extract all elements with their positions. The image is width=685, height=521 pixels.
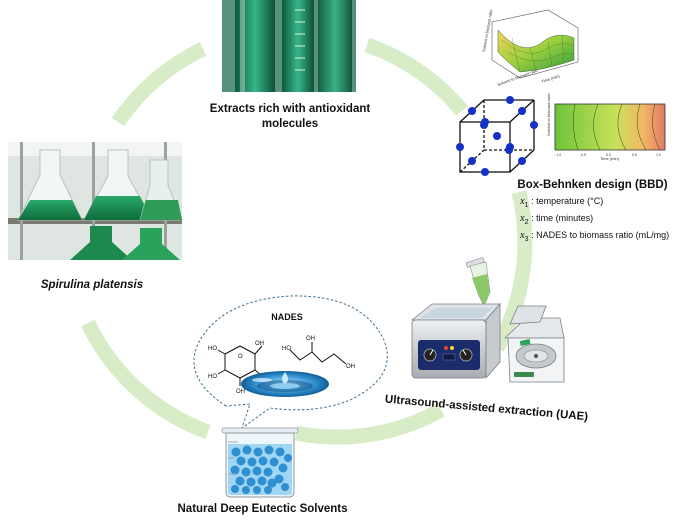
svg-text:HO: HO — [208, 374, 217, 380]
variable-x2: x2 : time (minutes) — [520, 212, 594, 226]
ultrasonic-bath-icon — [410, 302, 501, 380]
tube-icon — [465, 257, 491, 307]
bbd-point — [506, 96, 514, 104]
contour-plot — [554, 103, 666, 151]
bbd-point — [493, 132, 501, 140]
contour-tick: -1.0 — [555, 153, 561, 157]
bbd-point — [518, 157, 526, 165]
cycle-arc-right — [490, 190, 533, 352]
cycle-arc-bottom-right — [294, 403, 445, 445]
bbd-point — [480, 121, 488, 129]
contour-axis-label: Solvent to biomass ratio — [546, 93, 551, 136]
contour-tick: 1.0 — [656, 153, 661, 157]
nades-bubble — [193, 295, 388, 430]
svg-text:HO: HO — [208, 346, 217, 352]
surface-axis-label: Time (min) — [541, 73, 561, 84]
response-surface-plot — [480, 2, 585, 90]
cycle-arrows — [81, 37, 533, 445]
bbd-point — [456, 143, 464, 151]
contour-tick: 0.0 — [606, 153, 611, 157]
spirulina-label: Spirulina platensis — [40, 279, 144, 291]
bbd-point — [468, 107, 476, 115]
contour-tick: 0.5 — [632, 153, 637, 157]
bbd-label: Box-Behnken design (BBD) — [517, 179, 668, 191]
centrifuge-icon — [504, 305, 565, 383]
svg-text:O: O — [238, 354, 243, 360]
svg-text:OH: OH — [306, 336, 315, 342]
contour-tick: -0.5 — [580, 153, 586, 157]
spirulina-culture-photo — [8, 142, 183, 260]
bbd-point — [481, 168, 489, 176]
bbd-point — [518, 107, 526, 115]
cycle-arc-right-top — [364, 37, 468, 116]
glycerol-molecule-icon — [289, 342, 347, 365]
cycle-arc-bottom-left — [81, 319, 211, 440]
extract-tubes-photo — [222, 0, 356, 92]
svg-text:HO: HO — [282, 346, 291, 352]
bbd-point — [530, 121, 538, 129]
nades-full-label: Natural Deep Eutectic Solvents — [177, 503, 348, 515]
contour-axis-label: Time (min) — [600, 156, 620, 161]
svg-text:OH: OH — [255, 341, 264, 347]
bbd-point — [505, 146, 513, 154]
nades-bubble-label: NADES — [271, 312, 303, 322]
bbd-variables: x1 : temperature (°C) x2 : time (minutes… — [520, 194, 669, 245]
cycle-arc-left-top — [111, 42, 207, 127]
variable-x3: x3 : NADES to biomass ratio (mL/mg) — [520, 229, 670, 243]
beaker-icon — [221, 427, 299, 498]
bbd-points — [456, 96, 538, 176]
extracts-label: Extracts rich with antioxidant molecules — [209, 103, 371, 130]
variable-x1: x1 : temperature (°C) — [520, 196, 604, 209]
svg-text:OH: OH — [346, 364, 355, 370]
svg-text:OH: OH — [236, 389, 245, 395]
bbd-point — [468, 157, 476, 165]
water-drop-icon — [241, 371, 329, 397]
